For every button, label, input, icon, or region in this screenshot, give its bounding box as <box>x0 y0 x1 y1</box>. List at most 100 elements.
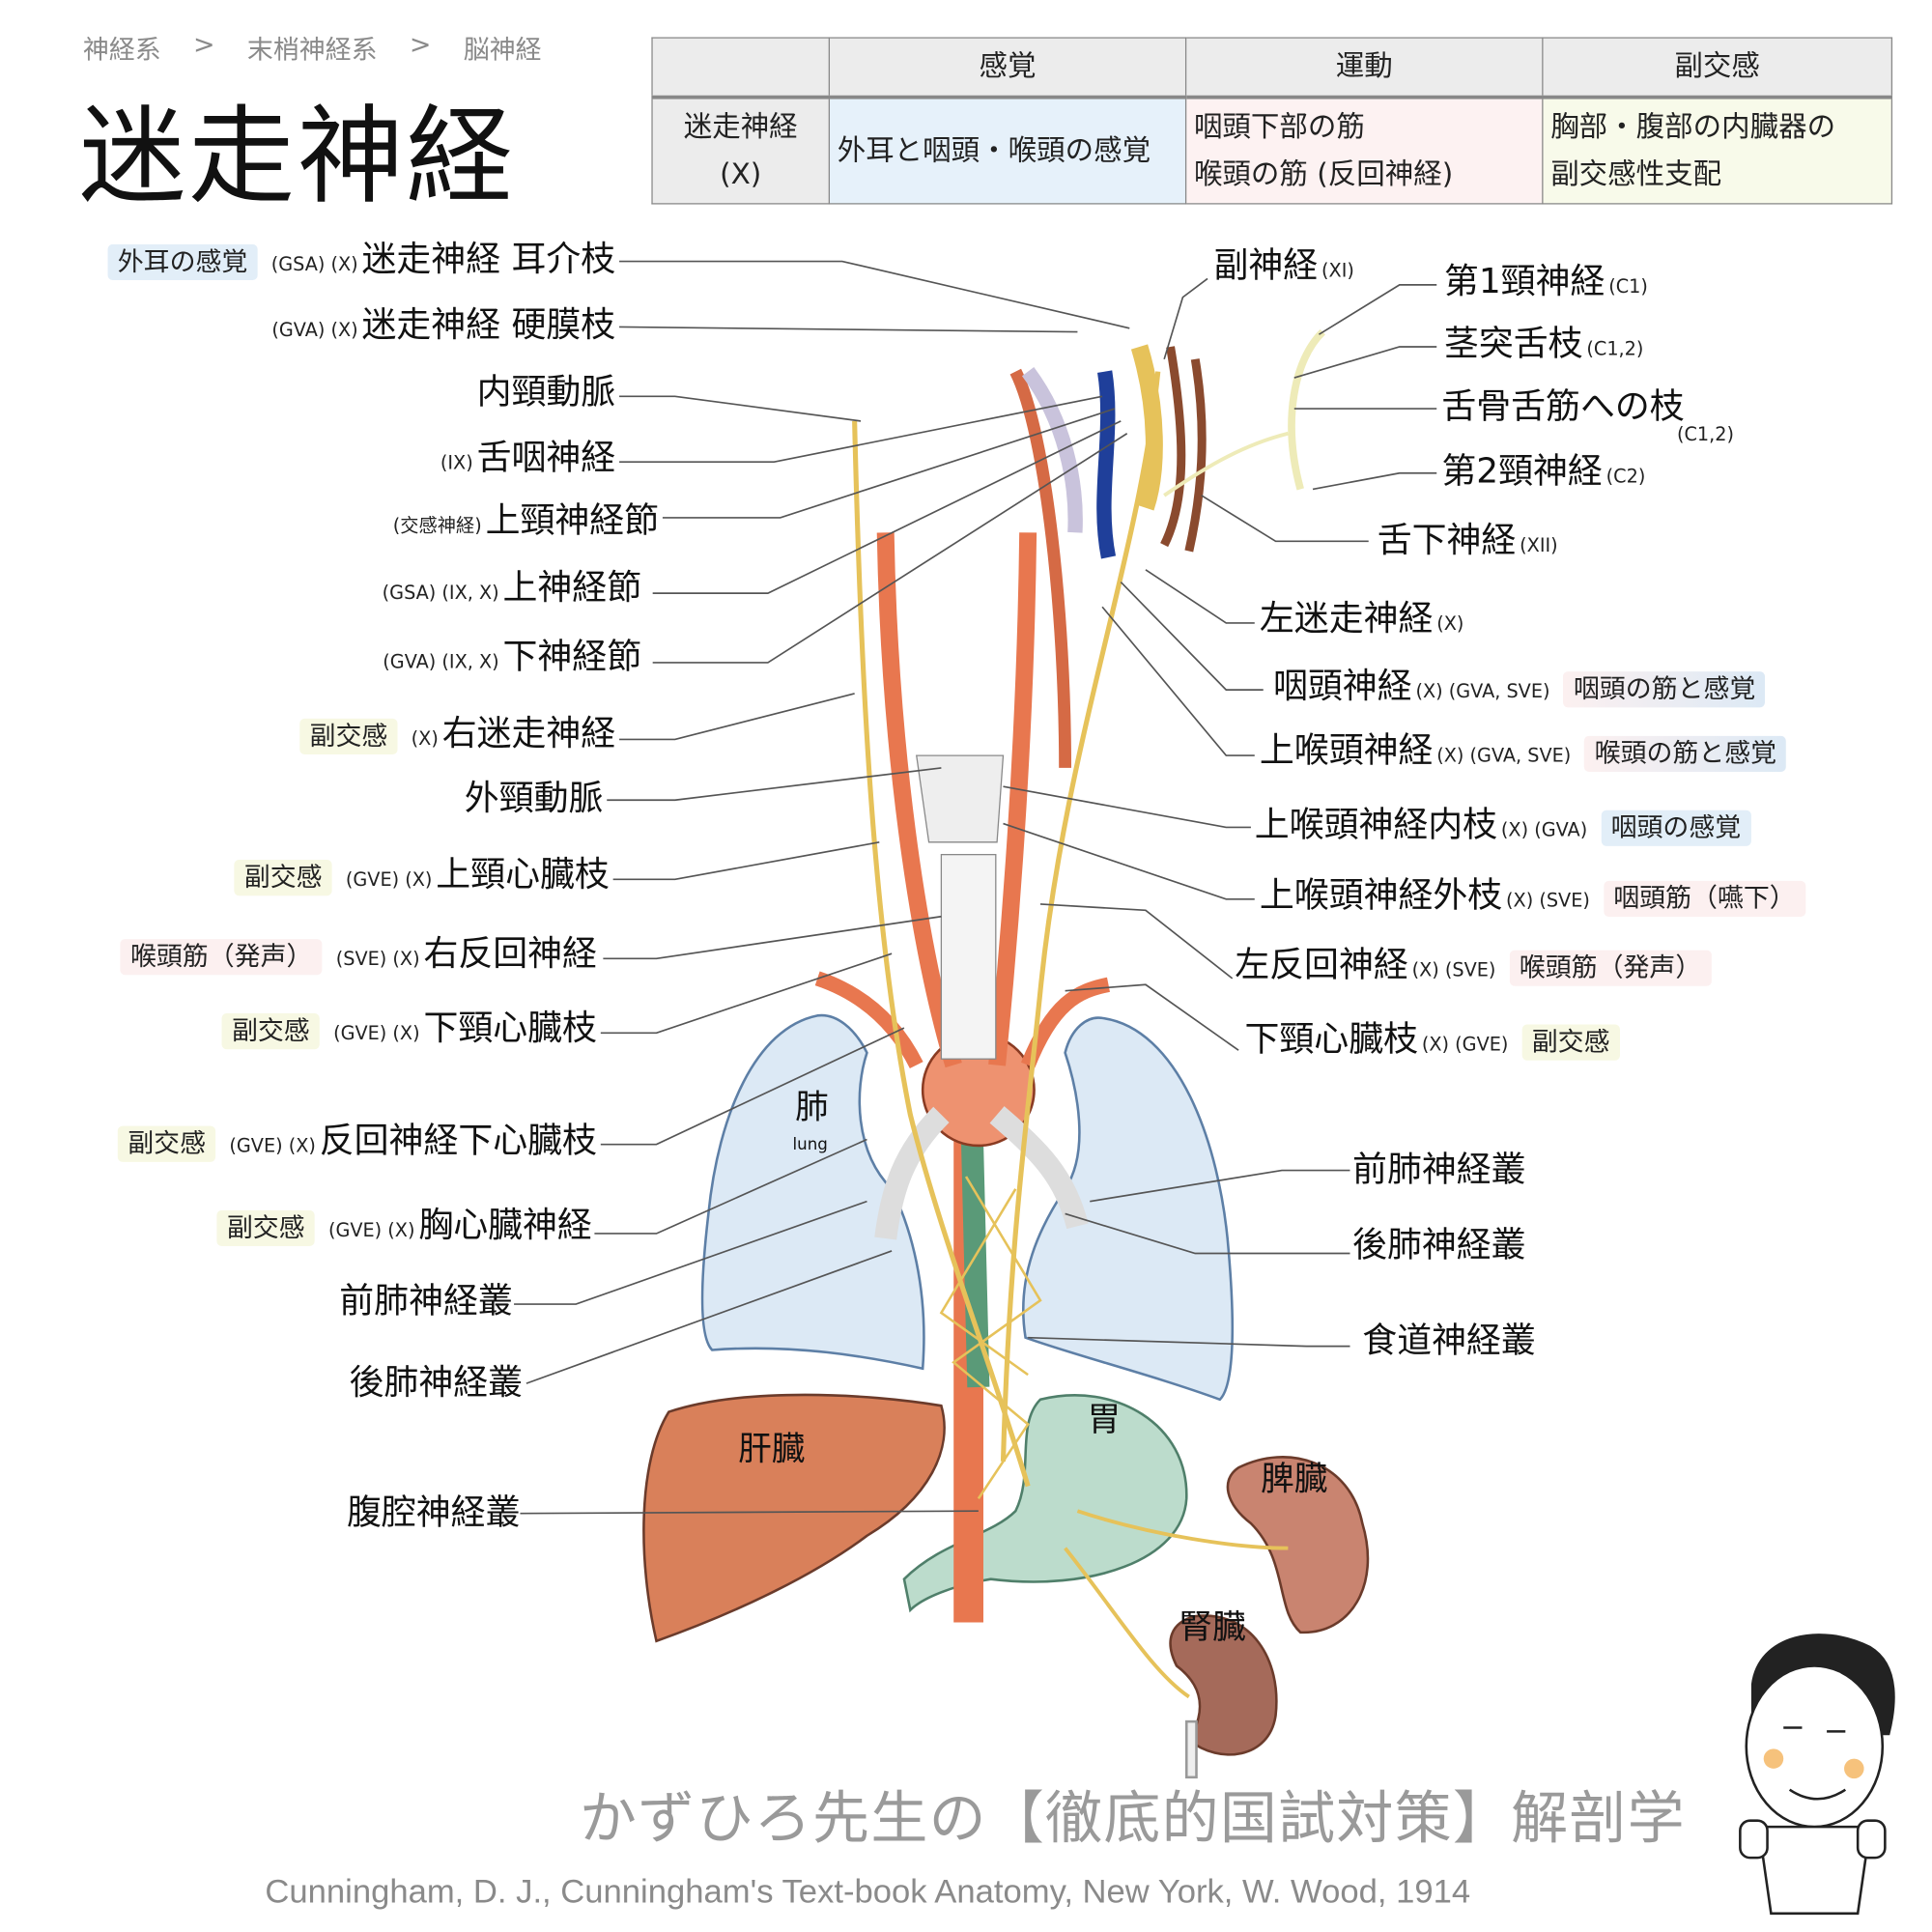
structure-name: 腹腔神経叢 <box>346 1492 521 1533</box>
right-label: 上喉頭神経外枝(X) (SVE) 咽頭筋（嚥下） <box>1259 874 1815 918</box>
structure-name: 前肺神経叢 <box>339 1280 513 1321</box>
fiber-code: (C2) <box>1605 465 1646 488</box>
structure-name: 下頸心臓枝 <box>423 1007 597 1048</box>
function-tag: 副交感 <box>216 1209 315 1247</box>
fiber-code: (GVE) (X) <box>229 1134 316 1157</box>
sensory-cell: 外耳と咽頭・喉頭の感覚 <box>828 97 1187 205</box>
function-tag: 喉頭筋（発声） <box>1509 950 1712 987</box>
function-tag: 副交感 <box>221 1013 320 1050</box>
trachea-tube <box>940 854 997 1060</box>
structure-name: 上喉頭神経内枝 <box>1254 804 1498 845</box>
function-tag: 副交感 <box>234 860 332 896</box>
breadcrumb-item[interactable]: 神経系 <box>82 34 161 65</box>
fiber-code: (X) (SVE) <box>1411 958 1496 981</box>
nerve-numeral: (X) <box>720 158 762 191</box>
left-label: 腹腔神経叢 <box>347 1492 521 1533</box>
right-label: 茎突舌枝(C1,2) <box>1444 323 1647 364</box>
fiber-code: (GVA) (IX, X) <box>383 650 499 673</box>
left-label: 副交感(X)右迷走神経 <box>290 712 616 755</box>
left-label: (交感神経)上頸神経節 <box>389 499 659 541</box>
structure-name: 左迷走神経 <box>1259 597 1434 639</box>
fiber-code: (X) (GVA) <box>1500 818 1588 841</box>
esophageal-plexus <box>939 1176 1042 1500</box>
motor-cell: 咽頭下部の筋喉頭の筋 (反回神経) <box>1184 97 1544 205</box>
structure-name: 上喉頭神経外枝 <box>1259 874 1503 916</box>
left-label: (GVA) (IX, X)下神経節 <box>379 636 641 677</box>
table-header: 運動 <box>1184 37 1544 99</box>
structure-name: 上頸心臓枝 <box>436 853 610 895</box>
right-label: 左迷走神経(X) <box>1260 598 1467 639</box>
left-label: (IX)舌咽神経 <box>437 437 615 478</box>
structure-name: 迷走神経 耳介枝 <box>361 238 616 279</box>
internal-jugular-vein <box>1096 370 1117 559</box>
kidney <box>1169 1614 1278 1756</box>
function-tag: 咽頭筋（嚥下） <box>1603 880 1805 918</box>
structure-name: 下神経節 <box>502 636 642 677</box>
structure-name: 上喉頭神経 <box>1259 729 1434 771</box>
parasympathetic-cell: 胸部・腹部の内臓器の副交感性支配 <box>1542 97 1893 205</box>
mascot-illustration <box>1739 1634 1895 1916</box>
motor-line: 咽頭下部の筋 <box>1193 111 1365 144</box>
right-label: 後肺神経叢 <box>1352 1224 1526 1265</box>
fiber-code: (X) (GVA, SVE) <box>1415 680 1550 703</box>
breadcrumb-item[interactable]: 末梢神経系 <box>246 34 378 65</box>
parasympathetic-line: 胸部・腹部の内臓器の <box>1550 111 1836 144</box>
fiber-code: (GSA) (X) <box>270 252 358 275</box>
fiber-code: (X) (SVE) <box>1506 889 1590 912</box>
trachea <box>874 754 1089 1240</box>
fiber-code: (GVE) (X) <box>345 868 433 892</box>
right-vagus <box>852 420 1031 1488</box>
stomach-label: 胃 <box>1087 1401 1122 1439</box>
nerves <box>852 328 1326 1699</box>
liver-label: 肝臓 <box>738 1430 806 1469</box>
summary-table: 感覚 運動 副交感 迷走神経(X) 外耳と咽頭・喉頭の感覚 咽頭下部の筋喉頭の筋… <box>651 37 1893 205</box>
structure-name: 外頸動脈 <box>464 777 604 818</box>
function-tag: 副交感 <box>117 1125 216 1163</box>
series-title: かずひろ先生の【徹底的国試対策】解剖学 <box>580 1784 1686 1852</box>
breadcrumb-item[interactable]: 脳神経 <box>463 34 542 65</box>
structure-name: 後肺神経叢 <box>349 1361 524 1404</box>
breadcrumb-separator: > <box>409 29 432 60</box>
left-vagus <box>1000 371 1161 1462</box>
fiber-code: (GSA) (IX, X) <box>382 581 499 605</box>
function-tag: 咽頭の筋と感覚 <box>1563 671 1766 708</box>
structure-name: 咽頭神経 <box>1272 665 1412 707</box>
fiber-code: (XI) <box>1321 259 1354 282</box>
right-label: 第1頸神経(C1) <box>1444 261 1652 302</box>
right-label: 食道神経叢 <box>1362 1320 1536 1361</box>
fiber-code: (X) (GVA, SVE) <box>1436 744 1572 767</box>
table-header: 感覚 <box>828 37 1187 99</box>
structure-name: 内頸動脈 <box>476 371 616 412</box>
left-label: 外頸動脈 <box>465 778 604 819</box>
kidney-label: 腎臓 <box>1179 1608 1246 1648</box>
function-tag: 外耳の感覚 <box>107 243 258 281</box>
structure-name: 第1頸神経 <box>1443 260 1605 302</box>
mascot-face <box>1745 1664 1885 1829</box>
fiber-code: (C1,2) <box>1586 337 1644 360</box>
structure-name: 後肺神経叢 <box>1352 1224 1526 1265</box>
fiber-code: (GVA) (X) <box>271 319 358 342</box>
fiber-code: (GVE) (X) <box>333 1021 420 1045</box>
fiber-code: (C1,2) <box>1676 422 1735 445</box>
nerve-name-cell: 迷走神経(X) <box>651 97 831 205</box>
breadcrumb: 神経系 > 末梢神経系 > 脳神経 <box>83 30 542 67</box>
structure-name: 舌下神経 <box>1377 519 1517 561</box>
table-header <box>651 37 831 99</box>
structure-name: 前肺神経叢 <box>1352 1149 1526 1190</box>
structure-name: 上神経節 <box>502 566 642 608</box>
internal-carotid <box>1009 368 1072 768</box>
leader-lines <box>514 260 1437 1515</box>
stomach <box>902 1394 1188 1613</box>
left-label: 後肺神経叢 <box>350 1362 524 1404</box>
function-tag: 喉頭筋（発声） <box>120 939 323 976</box>
larynx <box>916 754 1005 843</box>
right-label: 上喉頭神経内枝(X) (GVA)咽頭の感覚 <box>1254 804 1761 847</box>
structure-name: 右迷走神経 <box>441 712 616 753</box>
right-label: 上喉頭神経(X) (GVA, SVE)喉頭の筋と感覚 <box>1259 729 1797 773</box>
left-label: (GVA) (X)迷走神経 硬膜枝 <box>269 304 615 346</box>
fiber-code: (交感神経) <box>392 514 482 537</box>
page-title: 迷走神経 <box>79 95 516 219</box>
function-tag: 副交感 <box>1521 1024 1620 1061</box>
bronchi <box>874 1106 1089 1240</box>
fiber-code: (C1) <box>1608 275 1648 298</box>
